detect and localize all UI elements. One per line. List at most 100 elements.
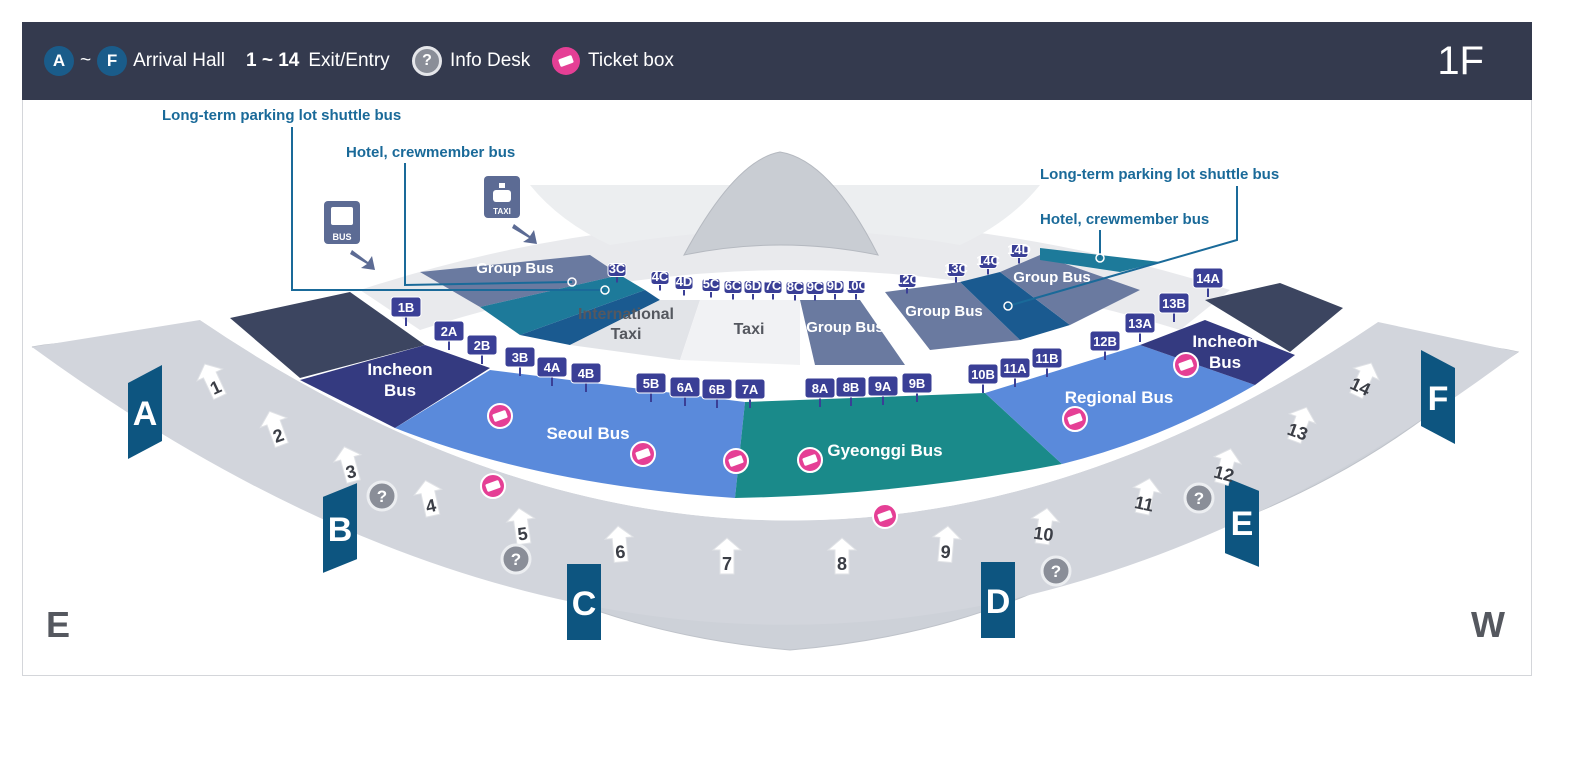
bus-stop-9c[interactable]: 9C [805,279,825,301]
bus-stop-5b[interactable]: 5B [635,372,667,402]
exit-5[interactable]: 5 [505,506,538,546]
ticket-box-icon[interactable] [480,473,506,499]
ticket-box-icon[interactable] [1062,406,1088,432]
arrival-hall-letter: D [986,583,1011,621]
bus-stop-13a[interactable]: 13A [1124,312,1156,342]
bus-stop-3c[interactable]: 3C [607,261,627,283]
exit-number: 3 [344,461,359,483]
bus-stop-6a[interactable]: 6A [669,376,701,406]
bus-stop-11a[interactable]: 11A [999,357,1031,387]
exit-number: 6 [614,542,626,563]
bus-stop-12b[interactable]: 12B [1089,330,1121,360]
bus-stop-7a[interactable]: 7A [734,378,766,408]
bus-stop-6d[interactable]: 6D [743,278,763,300]
bus-stop-9a[interactable]: 9A [867,375,899,405]
bus-stop-10b[interactable]: 10B [967,363,999,393]
leader-left-parking [291,127,605,291]
bus-stop-4d[interactable]: 4D [674,274,694,296]
zone-international-taxi [570,300,700,360]
legend-hall-label: Arrival Hall [133,50,225,71]
info-desk-icon[interactable]: ? [366,480,398,512]
zone-navy-left [520,290,660,345]
exit-12[interactable]: 12 [1208,445,1244,487]
label-incheon-left-2: Bus [384,381,416,400]
exit-9[interactable]: 9 [931,525,963,564]
bus-stop-6b[interactable]: 6B [701,378,733,408]
exit-11[interactable]: 11 [1128,476,1163,517]
bus-stop-label: 13B [1162,296,1186,311]
exit-3[interactable]: 3 [331,443,367,485]
ticket-box-icon[interactable] [487,403,513,429]
bus-stop-label: 3B [512,350,529,365]
bus-stop-label: 4B [578,366,595,381]
bus-stop-2a[interactable]: 2A [433,320,465,350]
info-desk-symbol: ? [1194,489,1204,508]
label-regional-bus: Regional Bus [1065,388,1174,407]
zone-group-bus-left [420,255,620,307]
bus-stop-label: 5C [703,276,720,291]
exit-4[interactable]: 4 [412,478,447,519]
info-desk-symbol: ? [511,550,521,569]
legend-exit-label: Exit/Entry [308,50,390,71]
label-intl-taxi-1: International [578,306,674,323]
bus-stop-1b[interactable]: 1B [390,296,422,326]
bus-stop-label: 11B [1035,351,1058,366]
exit-6[interactable]: 6 [603,525,635,564]
info-desk-icon[interactable]: ? [1183,482,1215,514]
bus-stop-8a[interactable]: 8A [804,377,836,407]
bus-stop-label: 14C [976,253,1000,268]
bus-stop-10c[interactable]: 10C [844,278,869,300]
bus-stop-9d[interactable]: 9D [825,278,845,300]
ticket-box-icon[interactable] [630,441,656,467]
bus-stop-9b[interactable]: 9B [901,372,933,402]
label-seoul-bus: Seoul Bus [546,424,629,443]
bus-stop-14d[interactable]: 14D [1007,242,1031,264]
arrow-icon [512,224,537,244]
bus-stop-14a[interactable]: 14A [1192,267,1224,297]
bus-stop-4c[interactable]: 4C [650,269,670,291]
exit-1[interactable]: 1 [192,358,233,402]
bus-stop-label: 6C [725,278,742,293]
exit-7[interactable]: 7 [711,537,743,575]
concourse-band [32,320,1518,625]
bus-stop-4b[interactable]: 4B [570,362,602,392]
info-desk-icon[interactable]: ? [500,543,532,575]
bus-stop-label: 9B [909,376,926,391]
bus-stop-14c[interactable]: 14C [976,253,1001,275]
bus-stop-label: 4A [544,360,561,375]
bus-stop-6c[interactable]: 6C [723,278,743,300]
arrival-hall-letter: E [1231,505,1254,543]
ticket-box-icon[interactable] [1173,352,1199,378]
bus-stop-7c[interactable]: 7C [763,278,783,300]
exit-number: 8 [837,554,847,574]
bus-icon: BUS [324,201,360,244]
bus-stop-3b[interactable]: 3B [504,346,536,376]
bus-stop-12c[interactable]: 12C [895,272,920,294]
svg-text:TAXI: TAXI [493,207,511,216]
arrival-hall-letter: F [1428,380,1449,418]
exit-number: 5 [516,523,529,544]
label-incheon-right-2: Bus [1209,353,1241,372]
bus-stop-5c[interactable]: 5C [701,276,721,298]
exit-10[interactable]: 10 [1028,506,1061,546]
ticket-box-icon[interactable] [797,447,823,473]
ticket-box-icon[interactable] [872,503,898,529]
bus-stop-label: 9C [807,279,824,294]
callout-left-hotel: Hotel, crewmember bus [346,144,515,161]
bus-stop-8b[interactable]: 8B [835,376,867,406]
info-desk-icon[interactable]: ? [1040,555,1072,587]
bus-stop-13c[interactable]: 13C [944,261,969,283]
bus-stop-8c[interactable]: 8C [785,279,805,301]
bus-stop-label: 7C [765,278,782,293]
bus-stop-label: 2A [441,324,458,339]
exit-8[interactable]: 8 [826,537,858,575]
bus-stop-13b[interactable]: 13B [1158,292,1190,322]
zone-teal-right [1040,248,1160,272]
bus-stop-11b[interactable]: 11B [1031,347,1063,377]
exit-2[interactable]: 2 [256,407,295,450]
taxi-icon: TAXI [484,176,520,218]
leader-right-parking [1007,186,1238,307]
bus-stop-2b[interactable]: 2B [466,334,498,364]
ticket-box-icon[interactable] [723,448,749,474]
bus-stop-4a[interactable]: 4A [536,356,568,386]
